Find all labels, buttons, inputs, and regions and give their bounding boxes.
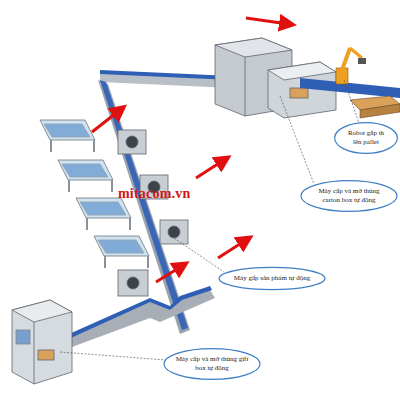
callout-ellipse: Robot gắp th lên pallet [334, 122, 398, 154]
callout-text: Robot gắp th lên pallet [343, 129, 389, 147]
callout-ellipse: Máy gấp sản phẩm tự động [218, 267, 326, 290]
callout-ellipse: Máy cấp và mở thùng gift box tự động [163, 348, 261, 380]
callout-text: Máy cấp và mở thùng carton box tự động [309, 187, 389, 205]
callout-text: Máy gấp sản phẩm tự động [227, 274, 317, 283]
callout-text: Máy cấp và mở thùng gift box tự động [172, 355, 252, 373]
watermark: mitacom.vn [118, 186, 190, 202]
callout-ellipse: Máy cấp và mở thùng carton box tự động [300, 180, 398, 212]
